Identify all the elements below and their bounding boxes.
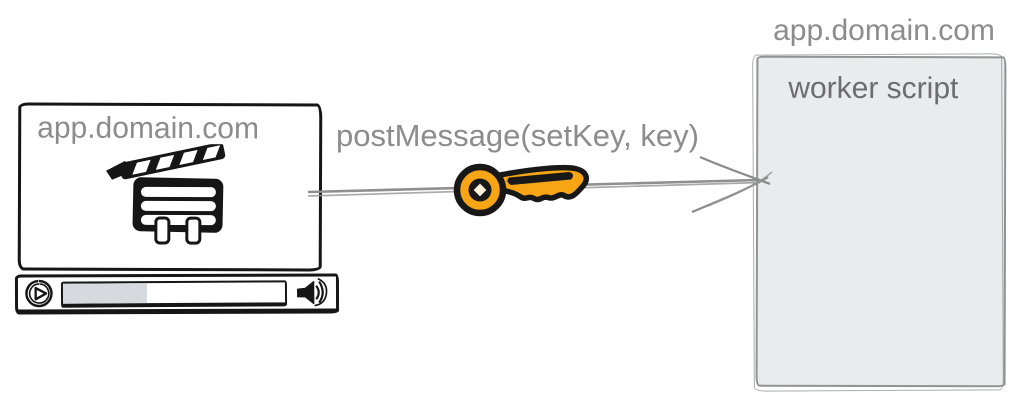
key-icon xyxy=(453,163,590,217)
play-icon xyxy=(25,279,53,308)
video-player-window: app.domain.com xyxy=(17,102,323,272)
worker-origin-label: app.domain.com xyxy=(773,14,995,47)
progress-fill xyxy=(62,282,148,304)
worker-title: worker script xyxy=(788,71,959,106)
clapperboard-icon xyxy=(106,143,226,245)
player-controls-bar xyxy=(14,273,340,315)
speaker-icon xyxy=(297,277,328,307)
progress-bar xyxy=(60,279,288,308)
worker-box: worker script xyxy=(755,55,1007,388)
postmessage-label: postMessage(setKey, key) xyxy=(336,118,699,153)
player-origin-label: app.domain.com xyxy=(37,111,260,146)
